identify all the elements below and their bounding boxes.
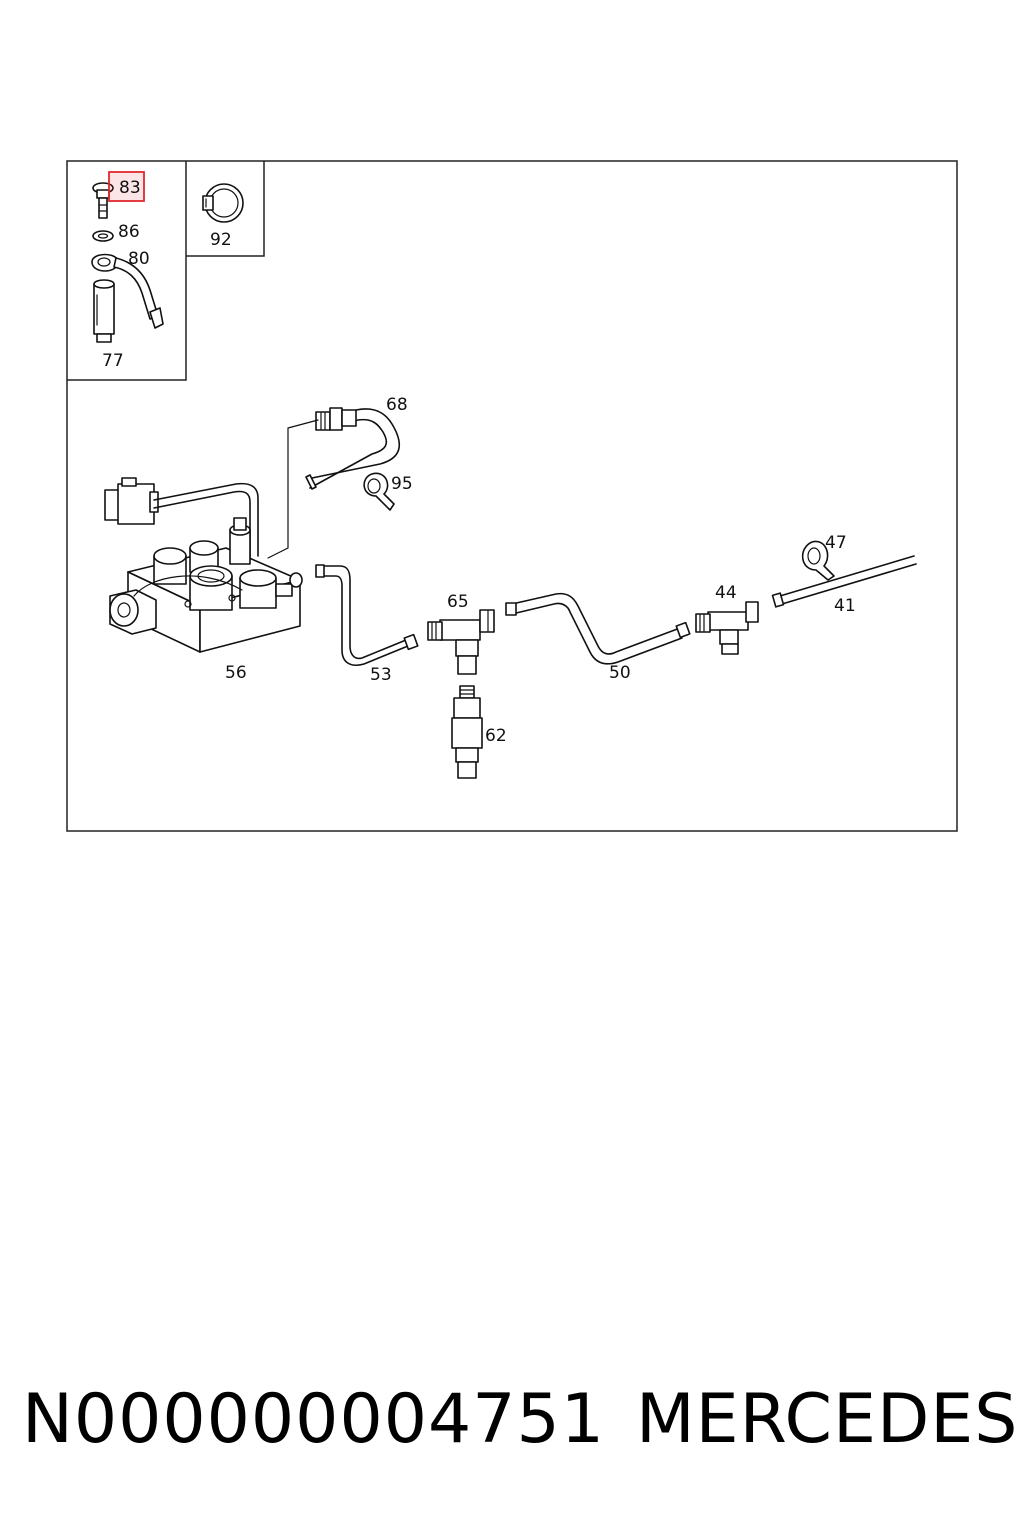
part-65-t-fitting[interactable] bbox=[427, 609, 495, 675]
label-41[interactable]: 41 bbox=[834, 596, 856, 616]
inset-box-left bbox=[67, 161, 187, 381]
part-86-seal-ring[interactable] bbox=[92, 230, 114, 242]
label-56[interactable]: 56 bbox=[225, 663, 247, 683]
label-68[interactable]: 68 bbox=[386, 395, 408, 415]
part-44-t-fitting[interactable] bbox=[695, 601, 759, 655]
label-53[interactable]: 53 bbox=[370, 665, 392, 685]
label-62[interactable]: 62 bbox=[485, 726, 507, 746]
label-77[interactable]: 77 bbox=[102, 351, 124, 371]
part-53-line[interactable] bbox=[315, 564, 419, 666]
part-92-hose-clamp[interactable] bbox=[202, 183, 244, 223]
part-56-valve-block[interactable] bbox=[104, 419, 319, 653]
part-80-banjo-hose[interactable] bbox=[91, 253, 164, 329]
part-50-line[interactable] bbox=[505, 592, 691, 665]
part-62-sensor[interactable] bbox=[451, 685, 483, 779]
parts-diagram-svg: 83 86 80 77 92 68 95 47 44 41 65 56 53 5… bbox=[66, 160, 958, 832]
parts-diagram: 83 86 80 77 92 68 95 47 44 41 65 56 53 5… bbox=[66, 160, 958, 832]
label-50[interactable]: 50 bbox=[609, 663, 631, 683]
label-65[interactable]: 65 bbox=[447, 592, 469, 612]
label-95[interactable]: 95 bbox=[391, 474, 413, 494]
label-44[interactable]: 44 bbox=[715, 583, 737, 603]
part-95-clip[interactable] bbox=[363, 472, 395, 511]
part-41-line[interactable] bbox=[771, 555, 917, 608]
brand-name: MERCEDES bbox=[636, 1380, 1019, 1459]
diagram-frame bbox=[66, 160, 958, 832]
footer: N000000004751 MERCEDES bbox=[0, 1370, 1024, 1480]
label-92[interactable]: 92 bbox=[210, 230, 232, 250]
label-86[interactable]: 86 bbox=[118, 222, 140, 242]
part-83-bolt[interactable] bbox=[92, 182, 114, 219]
label-83[interactable]: 83 bbox=[119, 178, 141, 198]
part-77-spacer[interactable] bbox=[93, 279, 115, 343]
highlight-box-83 bbox=[108, 171, 145, 202]
label-80[interactable]: 80 bbox=[128, 249, 150, 269]
label-47[interactable]: 47 bbox=[825, 533, 847, 553]
part-number: N000000004751 bbox=[22, 1380, 606, 1459]
part-47-clip[interactable] bbox=[801, 540, 835, 581]
inset-box-right bbox=[186, 161, 265, 257]
